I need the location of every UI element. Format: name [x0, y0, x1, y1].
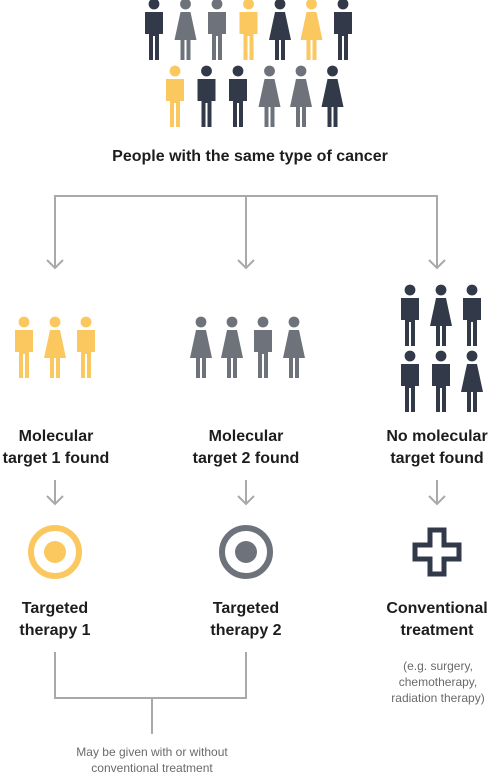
top-people-row-2 — [166, 65, 344, 127]
therapy-1-line1: Targeted — [21, 600, 89, 617]
branch-1-label: Molecular target 1 found — [0, 426, 112, 470]
yellow-male-person-icon — [77, 316, 95, 378]
gray-female-person-icon — [174, 0, 197, 60]
branch-1-label-line2: target 1 found — [2, 450, 110, 467]
dark-male-person-icon — [432, 350, 450, 412]
conventional-note-line2: chemotherapy, — [398, 675, 478, 689]
bottom-bracket — [54, 652, 247, 734]
cross-outline-icon — [412, 527, 462, 577]
branch-1-label-line1: Molecular — [18, 428, 94, 445]
therapy-3-line1: Conventional — [386, 600, 488, 617]
gray-male-person-icon — [208, 0, 226, 60]
gray-male-person-icon — [254, 316, 272, 378]
dark-female-person-icon — [269, 0, 291, 60]
dark-female-person-icon — [430, 284, 452, 346]
yellow-female-person-icon — [300, 0, 323, 60]
yellow-female-person-icon — [44, 316, 66, 378]
dark-male-person-icon — [229, 65, 247, 127]
therapy-2-label: Targeted therapy 2 — [191, 598, 301, 642]
footer-note: May be given with or without conventiona… — [52, 744, 252, 776]
top-title: People with the same type of cancer — [112, 148, 388, 165]
therapy-1-label: Targeted therapy 1 — [0, 598, 110, 642]
footer-note-line1: May be given with or without — [76, 745, 228, 759]
branch-3-label-line1: No molecular — [386, 428, 488, 445]
yellow-male-person-icon — [166, 65, 184, 127]
therapy-2-line1: Targeted — [212, 600, 280, 617]
dark-male-person-icon — [145, 0, 163, 60]
top-people-row-1 — [145, 0, 352, 60]
gray-target-icon — [219, 525, 273, 579]
footer-note-line2: conventional treatment — [91, 761, 213, 775]
gray-female-person-icon — [221, 316, 243, 378]
yellow-male-person-icon — [15, 316, 33, 378]
conventional-note: (e.g. surgery, chemotherapy, radiation t… — [382, 658, 494, 706]
conventional-note-line3: radiation therapy) — [391, 691, 485, 705]
dark-male-person-icon — [197, 65, 216, 127]
branch-2-label-line1: Molecular — [208, 428, 284, 445]
therapy-2-line2: therapy 2 — [210, 622, 282, 639]
gray-female-person-icon — [283, 316, 305, 378]
dark-male-person-icon — [463, 284, 481, 346]
branch-2-label-line2: target 2 found — [192, 450, 300, 467]
therapy-3-line2: treatment — [400, 622, 474, 639]
yellow-male-person-icon — [239, 0, 258, 60]
dark-male-person-icon — [334, 0, 352, 60]
top-connector — [46, 195, 446, 270]
gray-female-person-icon — [258, 65, 281, 127]
branch-3-people-row-1 — [401, 284, 481, 346]
branch-1-people — [15, 316, 95, 378]
dark-female-person-icon — [461, 350, 483, 412]
conventional-note-line1: (e.g. surgery, — [403, 659, 473, 673]
branch-3-people-row-2 — [401, 350, 483, 412]
dark-male-person-icon — [401, 284, 419, 346]
gray-female-person-icon — [190, 316, 212, 378]
branch-2-people — [190, 316, 305, 378]
branch-arrows — [46, 480, 446, 506]
dark-female-person-icon — [321, 65, 344, 127]
branch-3-label-line2: target found — [390, 450, 484, 467]
therapy-3-label: Conventional treatment — [382, 598, 492, 642]
branch-3-label: No molecular target found — [380, 426, 494, 470]
branch-2-label: Molecular target 2 found — [186, 426, 306, 470]
therapy-1-line2: therapy 1 — [19, 622, 91, 639]
yellow-target-icon — [28, 525, 82, 579]
gray-female-person-icon — [290, 65, 312, 127]
dark-male-person-icon — [401, 350, 419, 412]
